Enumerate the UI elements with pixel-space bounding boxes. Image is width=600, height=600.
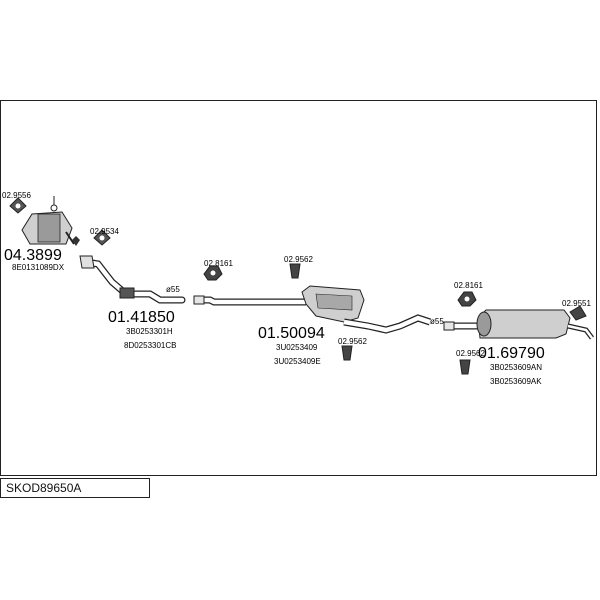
accessory-label-5: 02.9562 (338, 337, 367, 346)
accessory-label-1: 02.9556 (2, 191, 31, 200)
part-code-4b: 3B0253609AK (490, 377, 542, 386)
middle-pipe (193, 295, 306, 306)
part-code-3b: 3U0253409E (274, 357, 321, 366)
diameter-label-1: ø55 (166, 285, 180, 294)
part-number-1: 04.3899 (4, 247, 62, 264)
hanger-02-9562-a (289, 263, 301, 279)
part-number-2: 01.41850 (108, 309, 175, 326)
part-code-2b: 8D0253301CB (124, 341, 176, 350)
part-code-1a: 8E0131089DX (12, 263, 65, 272)
part-code-2a: 3B0253301H (126, 327, 173, 336)
hanger-02-8161-b (457, 291, 477, 307)
diagram-code: SKOD89650A (6, 481, 82, 495)
diameter-label-2: ø55 (430, 317, 444, 326)
diagram-frame (0, 100, 597, 476)
hanger-02-9562-c (459, 359, 471, 375)
hanger-02-8161-a (203, 265, 223, 281)
middle-silencer (301, 285, 432, 334)
rear-silencer (476, 309, 594, 340)
part-number-4: 01.69790 (478, 345, 545, 362)
hanger-02-9551 (569, 305, 587, 321)
diagram-code-box: SKOD89650A (0, 478, 150, 498)
gasket-02-9556 (9, 197, 27, 214)
accessory-label-3: 02.8161 (204, 259, 233, 268)
hanger-02-9562-b (341, 345, 353, 361)
catalytic-converter (21, 196, 75, 245)
gasket-02-9534 (93, 229, 111, 246)
accessory-label-7: 02.9562 (456, 349, 485, 358)
front-pipe (79, 255, 186, 304)
accessory-label-2: 02.9534 (90, 227, 119, 236)
accessory-label-4: 02.9562 (284, 255, 313, 264)
accessory-label-8: 02.9551 (562, 299, 591, 308)
clamp-icon-small (72, 236, 80, 246)
rear-pipe (443, 321, 480, 331)
part-code-4a: 3B0253609AN (490, 363, 542, 372)
accessory-label-6: 02.8161 (454, 281, 483, 290)
part-code-3a: 3U0253409 (276, 343, 318, 352)
part-number-3: 01.50094 (258, 325, 325, 342)
